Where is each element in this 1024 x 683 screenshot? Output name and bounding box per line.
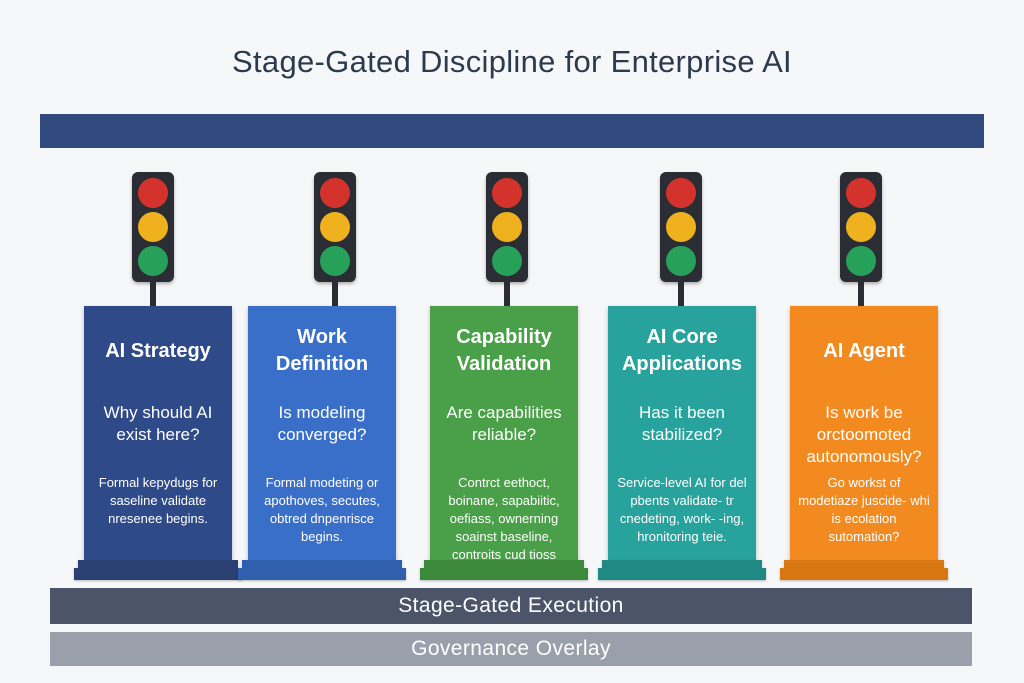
stage-question: Are capabilities reliable? (446, 403, 562, 444)
pillar-base-lower (420, 568, 588, 580)
stage-title: AI Strategy (105, 339, 211, 362)
pillar-base-upper (242, 560, 402, 568)
pillar-base-upper (78, 560, 238, 568)
traffic-light-pole (678, 282, 684, 308)
traffic-light-icon (132, 172, 174, 282)
stage-pillar: AI Agent Is work be orctoomoted autonomou… (790, 306, 938, 568)
stage-description: Go workst of modetiaze juscide- whi is e… (798, 475, 930, 544)
red-lamp (320, 178, 350, 208)
stage-question: Is work be orctoomoted autonomously? (806, 403, 922, 466)
traffic-light-pole (332, 282, 338, 308)
traffic-light-icon (486, 172, 528, 282)
red-lamp (138, 178, 168, 208)
stage-question: Is modeling converged? (277, 403, 367, 444)
green-lamp (666, 246, 696, 276)
stage-title: AI Core Applications (621, 326, 742, 375)
stage-title: Capability Validation (456, 326, 552, 375)
pillar-base-upper (424, 560, 584, 568)
red-lamp (666, 178, 696, 208)
pillar-base-lower (780, 568, 948, 580)
traffic-light-icon (660, 172, 702, 282)
pillar-base-upper (784, 560, 944, 568)
yellow-lamp (138, 212, 168, 242)
traffic-light-icon (314, 172, 356, 282)
stage-title: Work Definition (275, 326, 369, 375)
green-lamp (492, 246, 522, 276)
green-lamp (138, 246, 168, 276)
red-lamp (492, 178, 522, 208)
stage-description: Contrct eethoct, boinane, sapabiitic, oe… (448, 475, 560, 562)
execution-band: Stage-Gated Execution (50, 588, 972, 624)
red-lamp (846, 178, 876, 208)
governance-band: Governance Overlay (50, 632, 972, 666)
page-title: Stage-Gated Discipline for Enterprise AI (232, 44, 792, 79)
green-lamp (320, 246, 350, 276)
yellow-lamp (492, 212, 522, 242)
stage-question: Why should AI exist here? (103, 403, 213, 444)
traffic-light-icon (840, 172, 882, 282)
yellow-lamp (320, 212, 350, 242)
pillar-base-lower (74, 568, 242, 580)
traffic-light-pole (504, 282, 510, 308)
stage-description: Formal modeting or apothoves, secutes, o… (264, 475, 380, 544)
stage-description: Formal kepydugs for saseline validate nr… (98, 475, 218, 526)
pillar-base-lower (238, 568, 406, 580)
stage-description: Service-level AI for del pbents validate… (617, 475, 747, 544)
traffic-light-pole (858, 282, 864, 308)
stage-question: Has it been stabilized? (639, 403, 725, 444)
pillar-base-lower (598, 568, 766, 580)
top-gate-bar (40, 114, 984, 148)
yellow-lamp (666, 212, 696, 242)
pillar-base-upper (602, 560, 762, 568)
yellow-lamp (846, 212, 876, 242)
stage-pillar: Work Definition Is modeling converged? For… (248, 306, 396, 568)
green-lamp (846, 246, 876, 276)
traffic-light-pole (150, 282, 156, 308)
stage-title: AI Agent (823, 339, 905, 362)
